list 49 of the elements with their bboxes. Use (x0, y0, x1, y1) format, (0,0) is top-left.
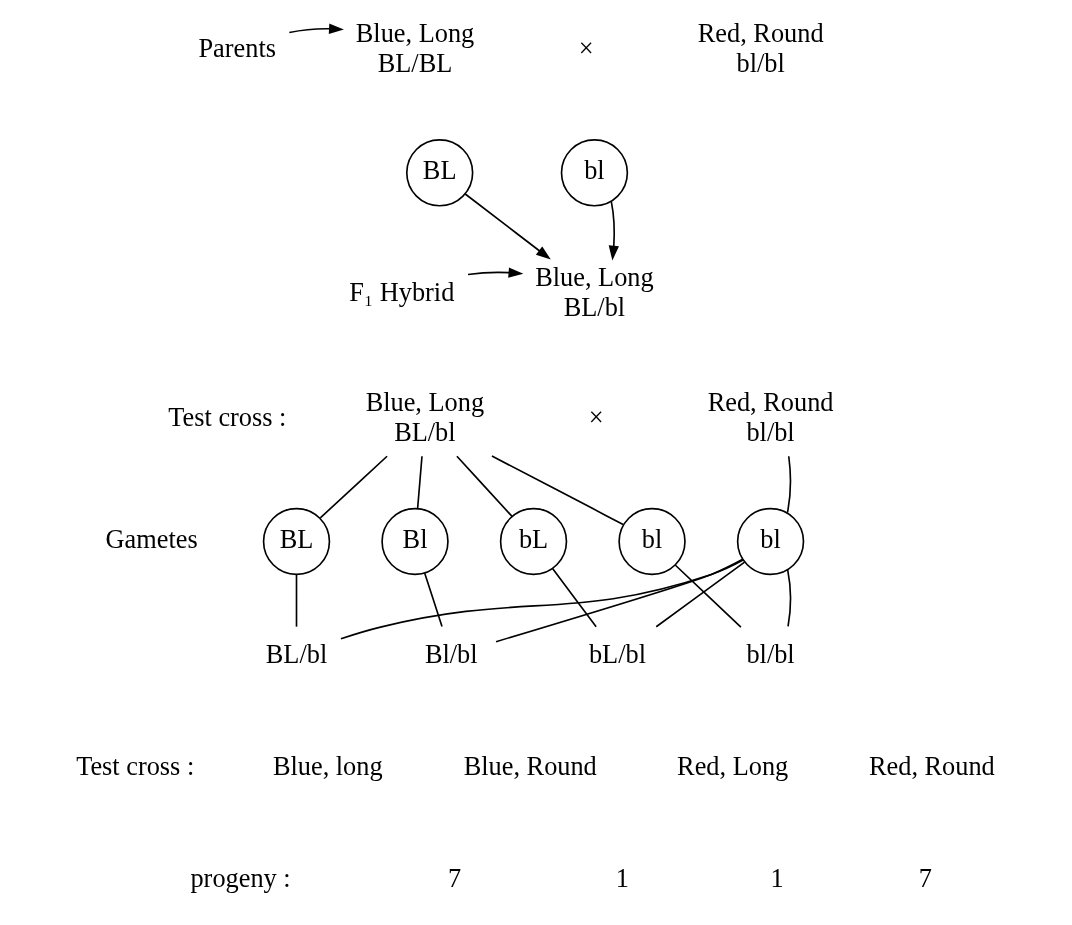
label: Red, Round (868, 751, 995, 781)
label: Test cross : (168, 402, 287, 432)
node-text: bL/bl (588, 639, 646, 669)
connector (416, 455, 423, 509)
node-text: Red, Round bl/bl (707, 388, 834, 447)
connector (319, 455, 388, 519)
label: 7 (447, 863, 462, 893)
node-text: Parents (198, 34, 276, 64)
node-circle: BL (405, 139, 474, 207)
label: 7 (918, 863, 932, 893)
label: × (588, 402, 604, 432)
arrow (467, 267, 524, 278)
connector (456, 455, 513, 518)
connector (674, 564, 742, 628)
connector (423, 572, 443, 628)
connector (340, 559, 744, 640)
connector (655, 561, 746, 628)
label: 1 (615, 863, 629, 893)
arrow (288, 23, 344, 34)
label: Blue, Round (463, 751, 597, 781)
label: Blue, long (272, 751, 383, 781)
label: 1 (770, 863, 784, 893)
connector (495, 558, 744, 643)
node-circle: bl (618, 507, 686, 576)
node-text: Red, Round bl/bl (697, 19, 824, 79)
arrow (608, 200, 619, 261)
node-circle: bl (736, 507, 805, 576)
node-text: BL/bl (265, 639, 328, 669)
connector (551, 567, 597, 628)
node-text: bl/bl (746, 639, 795, 669)
node-circle: Bl (381, 507, 449, 576)
connector (786, 568, 792, 628)
node-circle: bl (560, 139, 629, 207)
connector (295, 574, 298, 628)
label: Test cross : (76, 751, 195, 781)
node-text: F₁ Hybrid (349, 277, 455, 307)
node-text: Blue, Long BL/bl (365, 388, 485, 447)
label: progeny : (190, 863, 291, 893)
node-text: Blue, Long BL/bl (535, 263, 654, 322)
label: Red, Long (677, 751, 789, 781)
node-circle: BL (262, 507, 331, 576)
node-text: Bl/bl (424, 639, 478, 669)
node-circle: bL (499, 507, 568, 576)
label: × (578, 34, 594, 64)
node-text: Blue, Long BL/BL (355, 19, 475, 79)
arrow (464, 193, 551, 260)
connector (786, 455, 792, 514)
label: Gametes (105, 524, 198, 554)
connector (491, 455, 624, 526)
